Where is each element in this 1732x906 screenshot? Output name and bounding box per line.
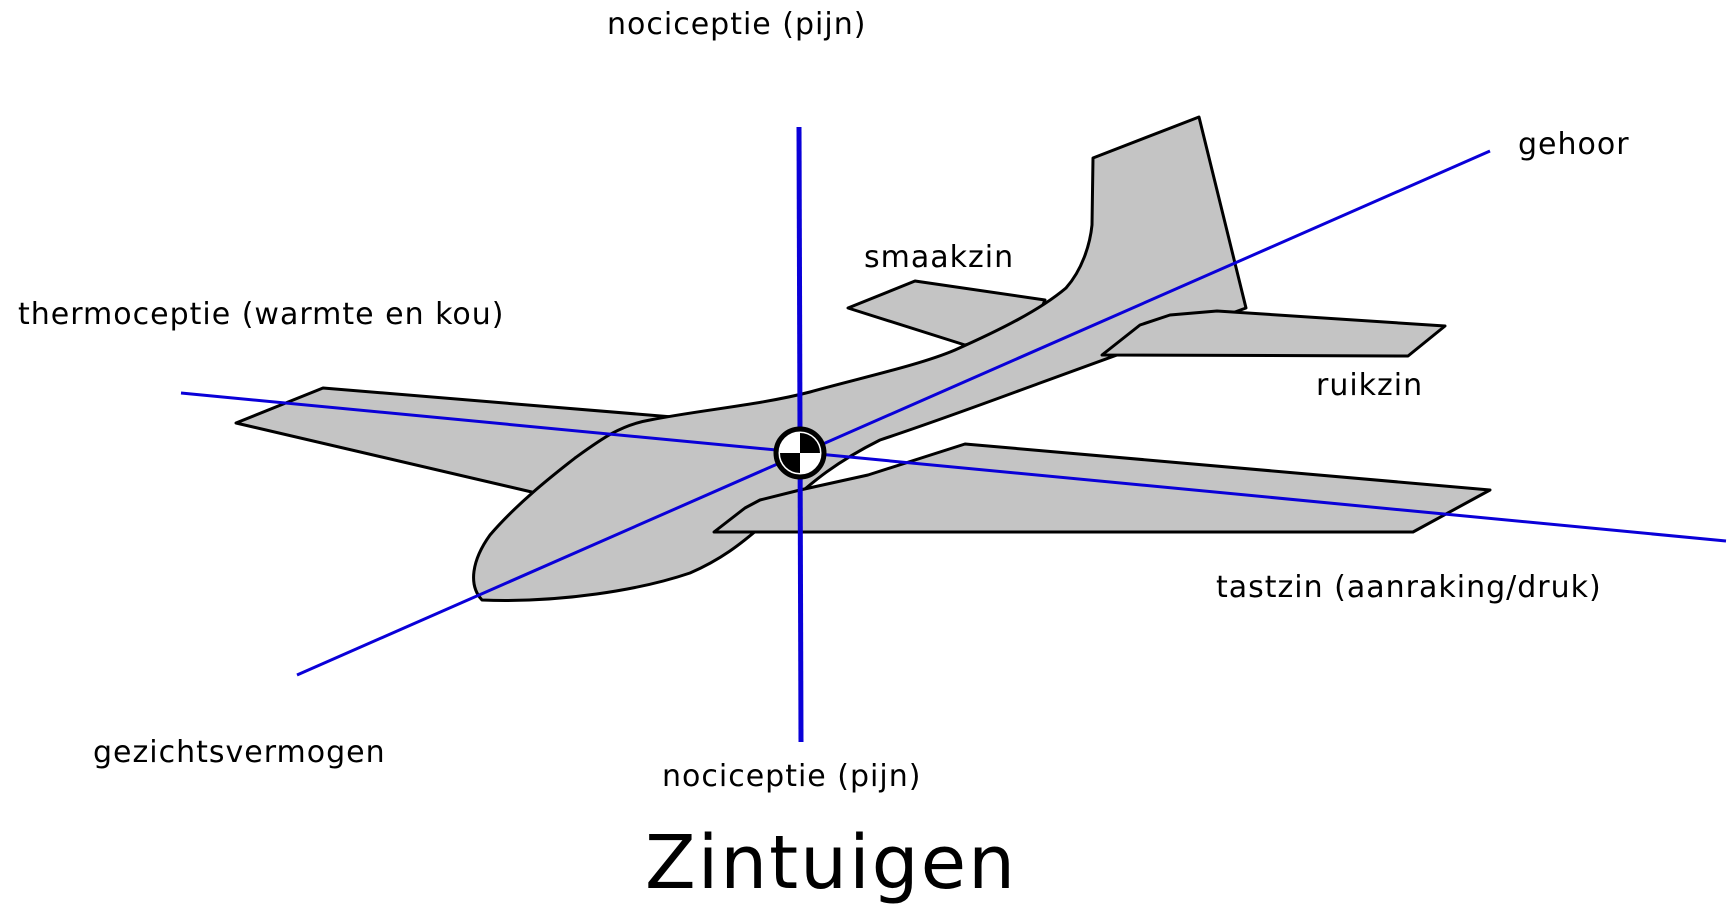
longitudinal-axis <box>296 149 1491 677</box>
page-title: Zintuigen <box>645 820 1018 906</box>
label-tastzin: tastzin (aanraking/druk) <box>1216 570 1602 605</box>
label-top-nociceptie: nociceptie (pijn) <box>607 7 867 42</box>
label-gezichtsvermogen: gezichtsvermogen <box>93 735 386 770</box>
center-of-gravity-icon <box>773 426 827 480</box>
label-smaakzin: smaakzin <box>864 240 1015 275</box>
lateral-axis <box>180 391 1727 543</box>
airplane-icon <box>234 115 1492 602</box>
label-thermoceptie: thermoceptie (warmte en kou) <box>18 297 505 332</box>
label-gehoor: gehoor <box>1518 127 1630 162</box>
label-ruikzin: ruikzin <box>1316 368 1424 403</box>
label-bottom-nociceptie: nociceptie (pijn) <box>662 759 922 794</box>
right-wing <box>712 442 1492 534</box>
fuselage <box>472 115 1248 602</box>
right-stabilizer <box>1100 309 1447 358</box>
